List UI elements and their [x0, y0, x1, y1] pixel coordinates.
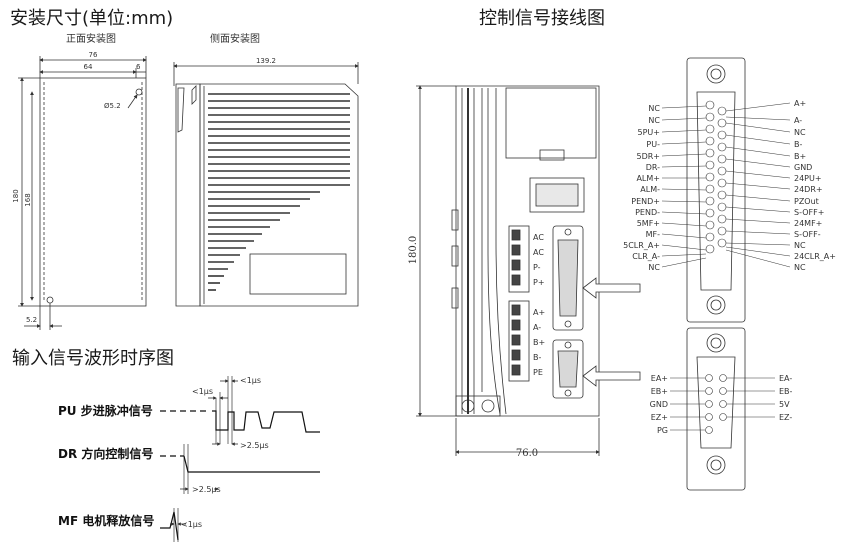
wiring-title: 控制信号接线图	[479, 8, 605, 29]
dim-front-height-168: 168	[24, 193, 32, 206]
pin-label: A+	[794, 99, 806, 108]
pin-label: 5MF+	[637, 219, 660, 228]
power-terminal-labels: AC AC P- P+	[533, 233, 545, 287]
install-title: 安装尺寸(单位:mm)	[10, 8, 174, 29]
pin-label: MF-	[646, 230, 661, 239]
pin-label: CLR_A-	[632, 252, 660, 261]
terminal-label: A-	[533, 323, 541, 332]
drive-front-drawing	[416, 85, 641, 456]
terminal-label: PE	[533, 368, 543, 377]
pin-label: ALM-	[640, 185, 660, 194]
pin-label: EA-	[779, 374, 792, 383]
pin-label: EZ+	[651, 413, 668, 422]
dim-side-width: 139.2	[256, 57, 276, 65]
db9-left-labels: EA+ EB+ GND EZ+ PG	[650, 374, 668, 435]
pin-label: NC	[794, 241, 806, 250]
terminal-label: AC	[533, 233, 544, 242]
pin-label: GND	[794, 163, 812, 172]
pin-label: A-	[794, 116, 802, 125]
pin-label: NC	[648, 263, 660, 272]
pin-label: PZOut	[794, 197, 819, 206]
db25-leader-lines	[661, 102, 791, 268]
front-view-drawing	[18, 56, 147, 330]
mf-signal-label: MF 电机释放信号	[58, 513, 154, 528]
pin-label: 5PU+	[638, 128, 660, 137]
pin-label: S-OFF+	[794, 208, 824, 217]
pin-label: PG	[657, 426, 668, 435]
pin-label: 5DR+	[636, 152, 660, 161]
timing-annot-2-5us-a: >2.5μs	[240, 441, 269, 450]
pin-label: 5V	[779, 400, 790, 409]
timing-annot-2-5us-b: >2.5μs	[192, 485, 221, 494]
motor-terminal-labels: A+ A- B+ B- PE	[533, 308, 545, 377]
db9-leader-lines	[670, 377, 775, 431]
db25-left-labels: NC NC 5PU+ PU- 5DR+ DR- ALM+ ALM- PEND+ …	[623, 104, 660, 272]
pin-label: PEND+	[631, 197, 660, 206]
terminal-label: P-	[533, 263, 541, 272]
side-view-drawing	[173, 62, 359, 307]
front-view-title: 正面安装图	[66, 34, 116, 45]
terminal-label: B-	[533, 353, 541, 362]
pin-label: PU-	[646, 140, 660, 149]
pin-label: 24DR+	[794, 185, 823, 194]
pin-label: NC	[648, 104, 660, 113]
db25-connector	[686, 57, 746, 323]
pin-label: S-OFF-	[794, 230, 821, 239]
pin-label: EB-	[779, 387, 793, 396]
pin-label: ALM+	[636, 174, 660, 183]
pin-label: GND	[650, 400, 668, 409]
timing-arrows	[170, 379, 238, 526]
timing-title: 输入信号波形时序图	[12, 348, 174, 369]
terminal-label: B+	[533, 338, 545, 347]
dim-front-width-76: 76	[89, 51, 98, 59]
timing-waveforms	[160, 376, 320, 542]
pin-label: PEND-	[635, 208, 660, 217]
dim-front-width-64: 64	[84, 63, 93, 71]
side-view-title: 侧面安装图	[210, 34, 260, 45]
pin-label: B-	[794, 140, 802, 149]
pin-label: DR-	[646, 163, 660, 172]
db25-pins	[705, 100, 727, 254]
terminal-label: AC	[533, 248, 544, 257]
db9-right-labels: EA- EB- 5V EZ-	[779, 374, 793, 422]
terminal-label: P+	[533, 278, 545, 287]
dim-drive-height: 180.0	[408, 236, 419, 265]
pin-label: NC	[794, 128, 806, 137]
timing-annot-1us-b: <1μs	[240, 376, 261, 385]
dim-front-height-180: 180	[12, 189, 20, 202]
dim-front-bottom-5-2: 5.2	[26, 316, 37, 324]
pin-label: 24PU+	[794, 174, 822, 183]
dim-front-width-6: 6	[136, 63, 141, 71]
pin-label: 24CLR_A+	[794, 252, 836, 261]
pin-label: 5CLR_A+	[623, 241, 660, 250]
pin-label: EA+	[651, 374, 668, 383]
pin-label: 24MF+	[794, 219, 822, 228]
dim-drive-width: 76.0	[516, 448, 538, 459]
db25-right-labels: A+ A- NC B- B+ GND 24PU+ 24DR+ PZOut S-O…	[794, 99, 836, 272]
dr-signal-label: DR 方向控制信号	[58, 446, 153, 461]
pin-label: EZ-	[779, 413, 792, 422]
pu-signal-label: PU 步进脉冲信号	[58, 403, 153, 418]
pin-label: EB+	[651, 387, 668, 396]
pin-label: NC	[648, 116, 660, 125]
pin-label: NC	[794, 263, 806, 272]
db9-connector	[686, 327, 746, 491]
db9-pins	[705, 374, 727, 434]
dim-hole-diameter: Ø5.2	[104, 102, 121, 110]
timing-annot-1us-c: <1μs	[181, 520, 202, 529]
pin-label: B+	[794, 152, 806, 161]
timing-annot-1us-a: <1μs	[192, 387, 213, 396]
terminal-label: A+	[533, 308, 545, 317]
